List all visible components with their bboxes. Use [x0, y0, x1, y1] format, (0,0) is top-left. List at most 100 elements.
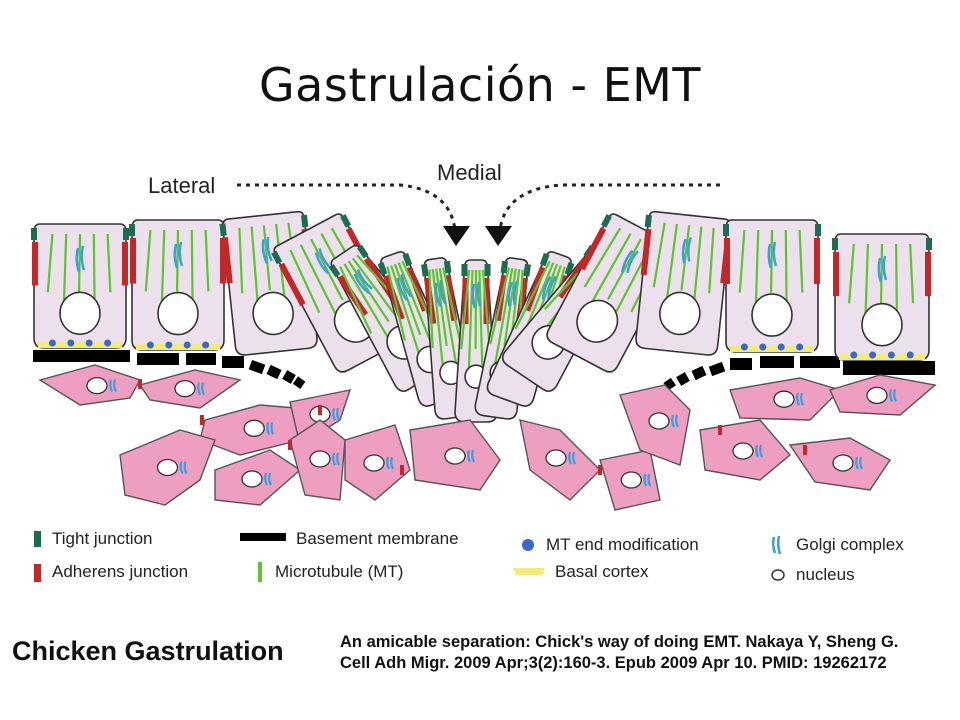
microtubule — [77, 233, 82, 293]
adherens-junction — [925, 252, 931, 297]
basal-cortex — [730, 346, 814, 352]
mt-end-modification — [906, 351, 914, 359]
nucleus — [751, 293, 793, 337]
adherens-junction — [288, 440, 292, 450]
mt-end-modification — [869, 351, 877, 359]
golgi-complex — [179, 461, 184, 474]
tight-junction — [644, 214, 652, 228]
golgi-complex — [620, 249, 634, 273]
legend-golgi-complex: Golgi complex — [770, 534, 904, 556]
microtubule — [390, 265, 425, 368]
mt-end-modification-icon — [522, 539, 534, 551]
microtubule — [879, 243, 884, 304]
adherens-junction — [221, 237, 233, 284]
golgi-complex — [386, 456, 390, 470]
adherens-junction — [318, 405, 322, 415]
microtubule — [503, 268, 517, 347]
adherens-junction — [220, 238, 226, 284]
golgi-complex — [266, 421, 271, 435]
microtubule — [738, 229, 746, 293]
golgi-complex — [889, 389, 893, 402]
basement-membrane — [33, 350, 935, 391]
basal-cortex — [839, 354, 925, 360]
nucleus — [86, 376, 108, 395]
mt-end-modification — [759, 343, 767, 351]
microtubule — [680, 225, 691, 291]
golgi-complex — [264, 472, 268, 486]
golgi-complex — [671, 414, 675, 428]
golgi-complex — [675, 414, 679, 428]
adherens-junction — [122, 242, 128, 286]
legend-label: Basement membrane — [296, 529, 459, 548]
microtubule — [175, 229, 180, 292]
mt-end-modification — [85, 339, 93, 347]
microtubule — [460, 269, 471, 350]
golgi-complex — [541, 275, 552, 300]
tight-junction — [219, 223, 227, 236]
tight-junction — [926, 238, 932, 250]
mesenchymal-cell — [788, 437, 892, 491]
citation: An amicable separation: Chick's way of d… — [340, 632, 950, 674]
microtubule — [708, 227, 715, 294]
microtubule — [431, 269, 446, 379]
nucleus-icon — [771, 569, 785, 581]
arrowhead-right — [485, 226, 512, 246]
nucleus — [659, 291, 701, 336]
golgi-complex — [647, 473, 652, 487]
mesenchymal-cell — [619, 384, 691, 466]
golgi-complex — [859, 456, 863, 470]
lateral-label: Lateral — [148, 173, 216, 198]
golgi-complex — [893, 389, 897, 402]
mesenchymal-cell — [729, 377, 842, 421]
legend-tight-junction: Tight junction — [32, 528, 152, 550]
epithelial-cell — [31, 223, 129, 349]
legend-adherens-junction: Adherens junction — [32, 561, 188, 583]
tight-junction — [832, 238, 838, 250]
mesenchymal-cell — [344, 424, 411, 501]
adherens-junction — [200, 415, 204, 425]
golgi-complex — [314, 252, 329, 275]
golgi-complex — [772, 241, 778, 267]
nucleus — [157, 291, 199, 336]
golgi-complex — [356, 268, 373, 290]
medial-arrows — [237, 183, 720, 246]
legend-label: MT end modification — [546, 535, 699, 554]
nucleus — [243, 419, 265, 437]
nucleus — [648, 412, 670, 430]
golgi-complex — [877, 257, 883, 283]
mesenchymal-cell — [519, 419, 601, 501]
microtubule — [386, 266, 406, 341]
microtubule — [481, 269, 491, 350]
tight-junction — [402, 252, 413, 267]
golgi-complex — [643, 473, 648, 487]
golgi-complex — [800, 392, 804, 406]
mesenchymal-cell — [409, 419, 501, 491]
nucleus — [576, 299, 619, 343]
microtubule — [339, 266, 373, 334]
tight-junction — [271, 250, 283, 265]
adherens-junction — [640, 228, 652, 276]
legend-microtubule: Microtubule (MT) — [255, 561, 403, 583]
medial-label: Medial — [437, 160, 502, 185]
adherens-junction — [32, 242, 38, 286]
nucleus — [861, 302, 903, 347]
golgi-complex — [390, 456, 394, 470]
legend-label: Microtubule (MT) — [275, 562, 404, 581]
tight-junction — [31, 228, 37, 240]
golgi-complex — [261, 239, 269, 264]
microtubule — [606, 238, 642, 300]
golgi-complex — [332, 452, 336, 466]
golgi-complex — [353, 273, 370, 295]
golgi-complex — [270, 421, 275, 435]
golgi-complex-icon — [771, 535, 782, 555]
golgi-complex — [547, 275, 557, 300]
microtubule — [438, 268, 460, 377]
nucleus — [59, 291, 101, 336]
epithelial-cell — [635, 210, 734, 356]
golgi-complex — [681, 238, 687, 264]
golgi-complex — [178, 241, 184, 267]
nucleus — [732, 442, 754, 460]
epithelial-cell — [723, 219, 821, 353]
adherens-junction-icon — [34, 564, 41, 582]
